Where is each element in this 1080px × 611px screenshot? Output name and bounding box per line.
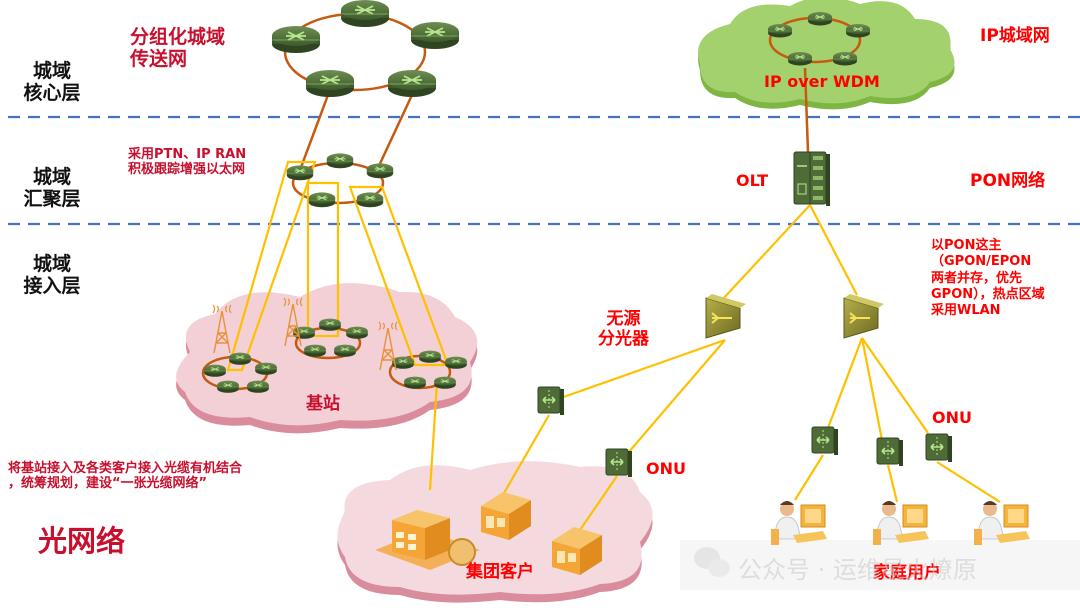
fiber-network-summary-line1: 将基站接入及各类客户接入光缆有机结合: [8, 461, 243, 476]
olt-label: OLT: [736, 171, 769, 190]
aggregation-note-line2: 积极跟踪增强以太网: [128, 162, 246, 178]
layer-label-aggregation-line1: 城域: [32, 166, 71, 188]
optical-splitter-icon: [705, 293, 885, 339]
home-user-label: 家庭用户: [873, 563, 941, 583]
pon-note-line: 两者并存，优先: [931, 270, 1023, 286]
pon-note-line: 采用WLAN: [931, 303, 1001, 318]
layer-label-aggregation-line2: 汇聚层: [23, 188, 81, 211]
optical-network-title: 光网络: [38, 524, 126, 558]
passive-splitter-label: 无源 分光器: [598, 309, 649, 349]
pon-note-line: GPON），热点区域: [931, 286, 1045, 302]
onu-label-left: ONU: [646, 459, 686, 478]
ip-metro-cloud: [698, 0, 955, 110]
wechat-icon: [694, 547, 730, 577]
onu-label-right: ONU: [932, 408, 972, 427]
building-icon: [375, 492, 602, 575]
ip-over-wdm-label: IP over WDM: [764, 72, 880, 91]
aggregation-note: 采用PTN、IP RAN 积极跟踪增强以太网: [128, 147, 246, 178]
aggregation-note-line1: 采用PTN、IP RAN: [128, 147, 247, 162]
layer-label-aggregation: 城域 汇聚层: [12, 166, 92, 211]
olt-chassis-icon: [793, 151, 830, 206]
pon-network-label: PON网络: [970, 171, 1046, 191]
fiber-network-summary-line2: ，统筹规划，建设“一张光缆网络”: [8, 476, 208, 492]
core-network-title: 分组化城域 传送网: [130, 26, 225, 71]
pon-note: 以PON这主 （GPON/EPON 两者并存，优先 GPON），热点区域 采用W…: [931, 238, 1045, 319]
watermark-text: 公众号 · 运维星火燎原: [738, 556, 977, 584]
layer-label-access-line1: 城域: [32, 253, 71, 275]
passive-splitter-label-line2: 分光器: [598, 329, 649, 350]
ip-metro-label: IP城域网: [980, 26, 1050, 46]
enterprise-customer-label: 集团客户: [466, 562, 534, 582]
layer-label-core: 城域 核心层: [12, 60, 92, 105]
onu-icon: [537, 386, 953, 478]
layer-label-core-line2: 核心层: [23, 82, 81, 105]
pon-note-line: （GPON/EPON: [931, 254, 1032, 270]
pon-note-line: 以PON这主: [931, 238, 1002, 253]
core-routers: [271, 0, 460, 98]
core-network-title-line1: 分组化城域: [130, 26, 226, 48]
user-computer-icon: [770, 500, 1031, 546]
passive-splitter-label-line1: 无源: [606, 309, 641, 329]
base-station-label: 基站: [306, 394, 340, 414]
watermark-band: [680, 540, 1080, 590]
core-network-title-line2: 传送网: [130, 48, 188, 71]
fiber-network-summary: 将基站接入及各类客户接入光缆有机结合 ，统筹规划，建设“一张光缆网络”: [8, 461, 242, 492]
layer-label-access: 城域 接入层: [12, 253, 92, 298]
layer-label-access-line2: 接入层: [23, 275, 81, 298]
layer-label-core-line1: 城域: [32, 60, 71, 82]
